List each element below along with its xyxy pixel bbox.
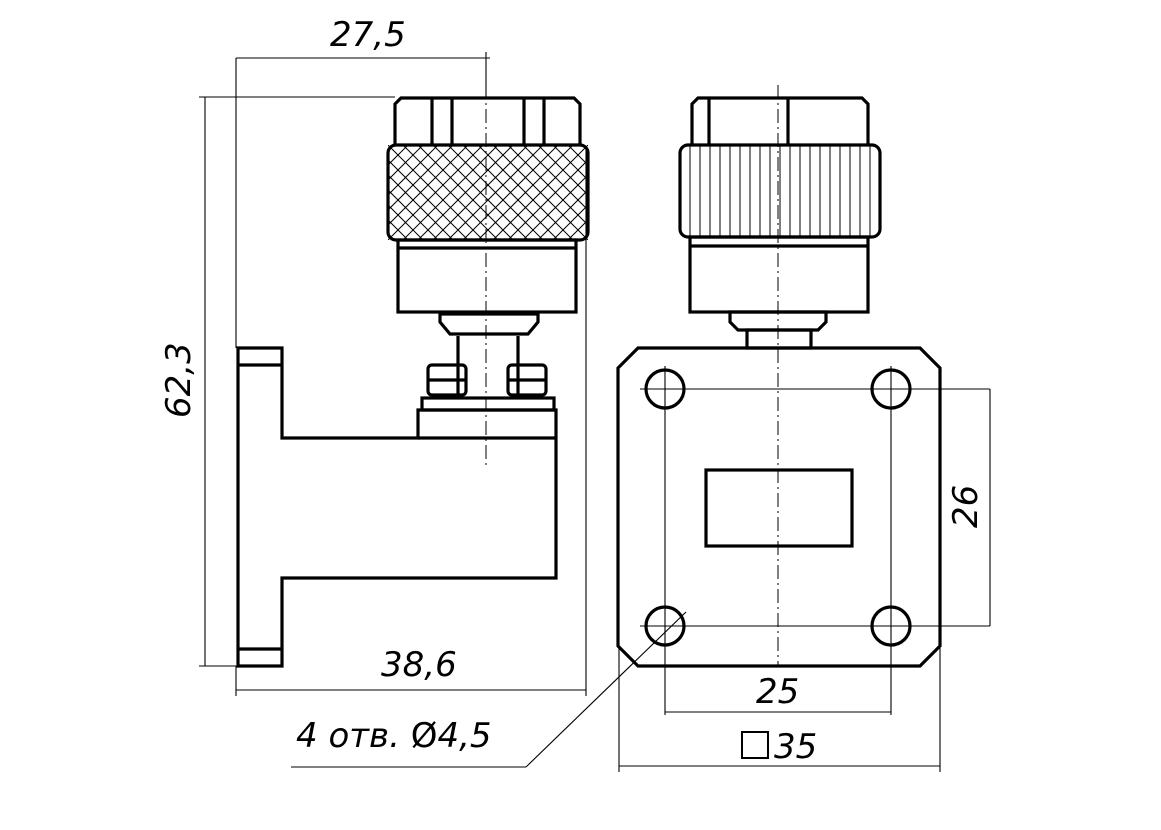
- side-neck: [438, 312, 540, 336]
- dimension-lines: [199, 52, 991, 772]
- side-hex-nut: [393, 96, 582, 145]
- front-view: [616, 85, 990, 715]
- side-knurled-nut: [386, 143, 590, 242]
- side-view: [236, 85, 590, 668]
- hole-diameter: 4,5: [437, 716, 491, 756]
- square-symbol-icon: [741, 731, 769, 759]
- holes-callout: 4 отв. Ø4,5: [296, 716, 492, 756]
- dim-top-width: 27,5: [330, 15, 406, 55]
- dim-length: 38,6: [381, 645, 457, 685]
- side-flange: [236, 346, 558, 668]
- front-ribbed-nut: [678, 143, 882, 239]
- waveguide-aperture: [704, 468, 854, 548]
- dim-hole-spacing-horizontal: 25: [756, 672, 799, 712]
- front-connector-body: [688, 235, 870, 314]
- front-hex-nut: [690, 96, 870, 145]
- dim-height: 62,3: [159, 342, 199, 418]
- side-connector-body: [396, 238, 578, 314]
- side-bolts: [420, 336, 556, 412]
- holes-count: 4 отв.: [296, 716, 411, 756]
- dim-flange-size: 35: [774, 727, 817, 767]
- diameter-symbol: Ø: [411, 716, 438, 756]
- front-flange-plate: [616, 346, 942, 668]
- dim-hole-spacing-vertical: 26: [946, 485, 986, 528]
